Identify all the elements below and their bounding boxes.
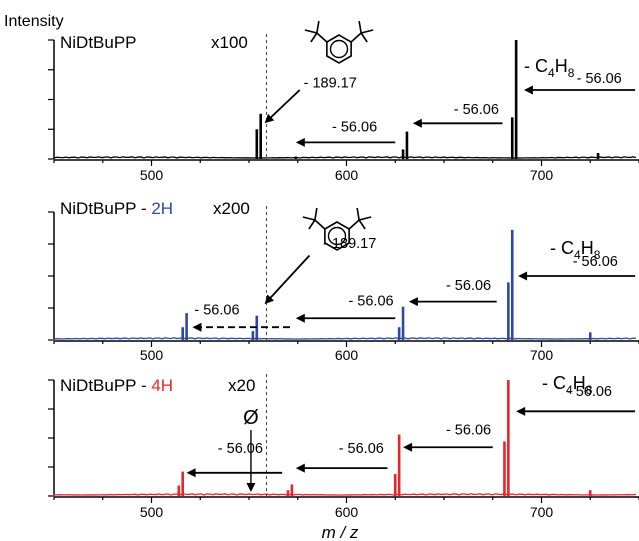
di-tert-butylphenyl-structure-2-tbu-me2-1 [356,207,360,221]
di-tert-butylphenyl-structure-2 [302,207,372,251]
di-tert-butylphenyl-structure-2-aromatic-circle [327,226,347,246]
baseline-trace-2 [53,337,637,340]
fragment-c-1: - C [524,56,548,76]
loss-arrow-2-3-head [408,297,418,307]
di-tert-butylphenyl-structure-2-tbu-me1-1 [358,216,372,221]
fragment-c-3: - C [542,373,566,393]
panel-title-2: NiDtBuPP - 2H [60,199,173,218]
di-tert-butylphenyl-structure-1-tbu-bond-0 [316,32,328,43]
loss-label-2-4: - 56.06 [573,254,618,270]
di-tert-butylphenyl-structure-2-tbu-bond-1 [348,219,360,230]
loss-label-3-0: - 56.06 [218,441,263,457]
fragment-sub4-3: 4 [566,383,573,397]
loss-arrow-2-0-head [264,294,275,305]
loss-label-1-3: - 56.06 [577,71,622,87]
fragment-sub4-2: 4 [574,248,581,262]
x-tick-label-3-600: 600 [335,504,359,520]
fragment-label-3: - C4H8 [542,373,593,397]
x-tick-label-1-600: 600 [335,167,359,183]
fragment-h-2: H [581,238,594,258]
x-tick-label-1-500: 500 [140,167,164,183]
fragment-h-1: H [555,56,568,76]
spectrum-panel-1: 500 600 700 NiDtBuPP x100 - C4H8 - 189.17 - 56.… [48,33,639,183]
loss-arrow-3-2-head [403,442,413,452]
magnification-label-2: x200 [213,199,250,218]
panel-title-part-2-0: NiDtBuPP - [60,199,151,218]
di-tert-butylphenyl-structure-2-tbu-me3-0 [308,219,316,230]
loss-label-3-3: - 56.06 [567,384,612,400]
loss-label-1-2: - 56.06 [454,102,499,118]
y-axis-label: Intensity [4,13,64,30]
di-tert-butylphenyl-structure-2-tbu-bond-0 [314,219,326,230]
x-tick-label-2-600: 600 [335,347,359,363]
di-tert-butylphenyl-structure-1-aromatic-circle [329,39,349,59]
x-tick-label-3-700: 700 [530,504,554,520]
panel-title-part-1-0: NiDtBuPP [60,33,137,52]
loss-arrow-3-1-head [295,463,305,473]
loss-arrow-1-2-head [412,118,422,128]
panel-title-part-2-1: 2H [151,199,173,218]
panel-title-part-3-1: 4H [151,376,173,395]
di-tert-butylphenyl-structure-2-tbu-me2-0 [314,207,318,221]
empty-set-arrow-head [246,483,256,492]
di-tert-butylphenyl-structure-1-tbu-me1-0 [304,29,318,34]
fragment-sub4-1: 4 [548,66,555,80]
baseline-trace-3 [53,493,637,496]
panel-title-3: NiDtBuPP - 4H [60,376,173,395]
x-tick-label-1-700: 700 [530,167,554,183]
x-tick-label-2-700: 700 [530,347,554,363]
loss-arrow-2-0-shaft [268,254,311,300]
loss-arrow-1-3-head [523,85,533,95]
di-tert-butylphenyl-structure-1-tbu-me2-0 [316,20,320,34]
fragment-sub8-3: 8 [586,383,593,397]
di-tert-butylphenyl-structure-1 [304,20,374,64]
dashed-loss-arrow-2-head [192,322,202,332]
loss-label-2-0: - 189.17 [323,236,376,252]
x-axis-label: m / z [322,523,359,541]
di-tert-butylphenyl-structure-2-tbu-me3-1 [358,219,366,230]
empty-set-symbol: Ø [243,407,259,429]
x-tick-label-2-500: 500 [140,347,164,363]
fragment-c-2: - C [550,238,574,258]
x-tick-label-3-500: 500 [140,504,164,520]
di-tert-butylphenyl-structure-1-tbu-bond-1 [350,32,362,43]
fragment-sub8-1: 8 [568,66,575,80]
fragment-label-2: - C4H8 [550,238,601,262]
di-tert-butylphenyl-structure-1-tbu-me2-1 [358,20,362,34]
di-tert-butylphenyl-structure-1-tbu-me3-0 [310,32,318,43]
loss-arrow-1-0-head [264,113,275,124]
panel-title-1: NiDtBuPP [60,33,137,52]
loss-arrow-2-4-head [518,271,528,281]
magnification-label-1: x100 [211,33,248,52]
panel-title-part-3-0: NiDtBuPP - [60,376,151,395]
fragment-label-1: - C4H8 [524,56,575,80]
loss-label-2-1: - 56.06 [194,302,239,318]
loss-label-2-2: - 56.06 [348,293,393,309]
loss-label-3-1: - 56.06 [339,441,384,457]
di-tert-butylphenyl-structure-1-tbu-me3-1 [360,32,368,43]
di-tert-butylphenyl-structure-2-tbu-me1-0 [302,216,316,221]
loss-arrow-3-3-head [516,406,526,416]
loss-arrow-1-0-shaft [269,89,301,120]
baseline-trace-1 [53,156,637,159]
loss-arrow-2-2-head [295,313,305,323]
loss-label-2-3: - 56.06 [446,278,491,294]
loss-arrow-1-1-head [295,137,305,147]
fragment-sub8-2: 8 [594,248,601,262]
di-tert-butylphenyl-structure-1-tbu-me1-1 [360,29,374,34]
loss-label-1-0: - 189.17 [304,76,357,92]
loss-arrow-3-0-head [186,468,196,478]
magnification-label-3: x20 [228,376,255,395]
spectrum-panel-2: 500 600 700 NiDtBuPP - 2H x200 - C4H8 - 189.17… [48,199,639,363]
fragment-h-3: H [573,373,586,393]
loss-label-1-1: - 56.06 [332,120,377,136]
loss-label-3-2: - 56.06 [446,423,491,439]
